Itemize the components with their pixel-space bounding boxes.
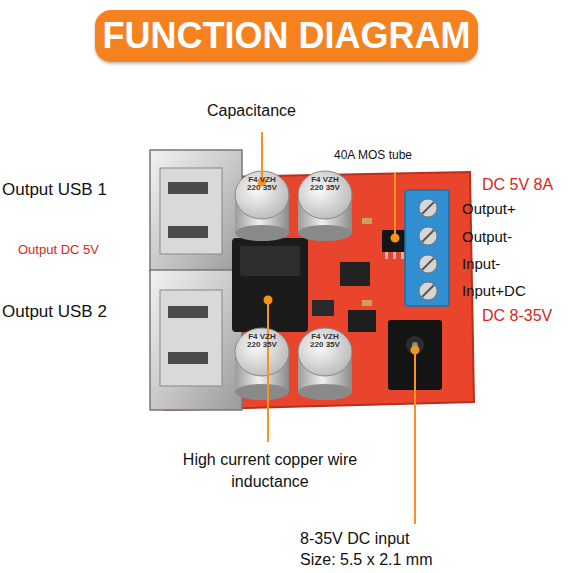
part-label: 8-35V DC input <box>300 530 409 548</box>
port-label: Output USB 1 <box>2 180 107 200</box>
part-label: 40A MOS tube <box>334 148 412 162</box>
resistor-symbol <box>362 300 372 306</box>
pin-label: Input- <box>462 255 500 272</box>
capacitor-marking: F4 VZH 220 35V <box>246 333 278 350</box>
chip <box>340 262 370 286</box>
chip <box>312 300 334 316</box>
capacitor-marking: F4 VZH 220 35V <box>309 176 341 193</box>
usb-port <box>150 270 242 410</box>
title-banner: FUNCTION DIAGRAM <box>95 10 478 62</box>
capacitor-marking: F4 VZH 220 35V <box>309 333 341 350</box>
part-label: Capacitance <box>207 102 296 120</box>
chip <box>348 310 376 332</box>
usb-port <box>150 150 242 272</box>
resistor-symbol <box>362 218 372 224</box>
capacitor <box>235 171 289 241</box>
terminal-block <box>405 190 449 306</box>
spec-label: DC 8-35V <box>482 307 552 325</box>
spec-label: Output DC 5V <box>18 242 99 257</box>
capacitor-marking: F4 VZH 220 35V <box>246 176 278 193</box>
port-label: Output USB 2 <box>2 302 107 322</box>
pin-label: Input+DC <box>462 282 526 299</box>
capacitor <box>298 328 352 400</box>
spec-label: DC 5V 8A <box>482 176 553 194</box>
part-label: High current copper wire inductance <box>175 449 365 494</box>
capacitor <box>298 171 352 241</box>
capacitor <box>235 328 289 400</box>
pin-label: Output- <box>462 228 512 245</box>
pin-label: Output+ <box>462 200 516 217</box>
mosfet <box>382 230 408 259</box>
dimension-label: Size: 5.5 x 2.1 mm <box>300 551 433 569</box>
inductor <box>232 238 308 332</box>
